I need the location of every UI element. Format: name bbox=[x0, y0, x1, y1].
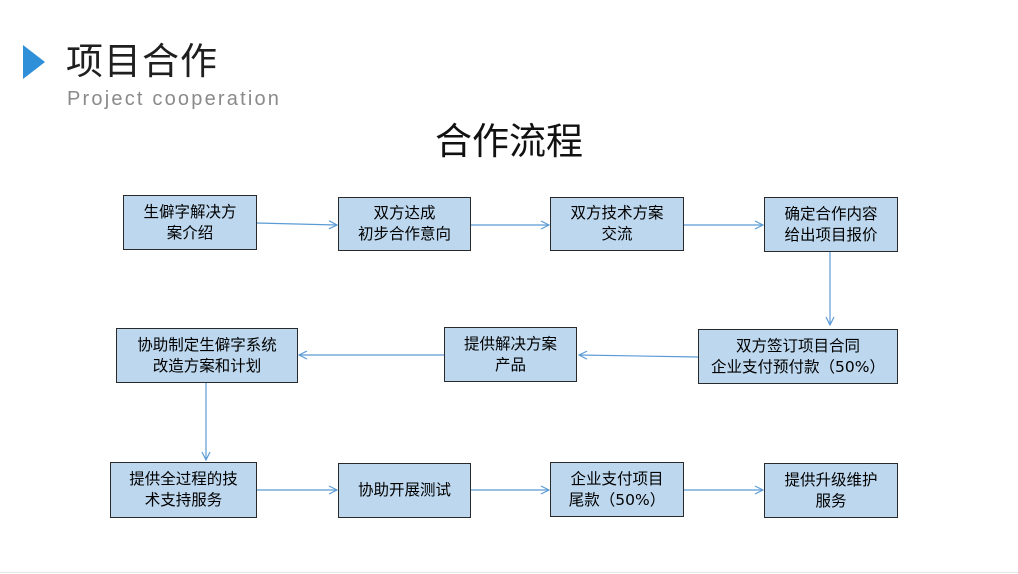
connector-step5-to-step6 bbox=[579, 355, 699, 357]
bottom-divider bbox=[0, 572, 1018, 573]
flow-step-8: 提供全过程的技 术支持服务 bbox=[110, 462, 257, 518]
flow-step-10: 企业支付项目 尾款（50%） bbox=[550, 462, 684, 517]
page-subtitle: Project cooperation bbox=[67, 88, 282, 110]
flow-step-2: 双方达成 初步合作意向 bbox=[338, 197, 471, 251]
connector-step1-to-step2 bbox=[255, 223, 337, 225]
page-title: 项目合作 bbox=[66, 40, 218, 83]
flowchart-title: 合作流程 bbox=[435, 120, 583, 163]
flow-step-1: 生僻字解决方 案介绍 bbox=[123, 195, 257, 250]
flow-step-11: 提供升级维护 服务 bbox=[764, 463, 898, 518]
flow-step-6: 提供解决方案 产品 bbox=[444, 327, 577, 382]
section-bullet-arrow-icon bbox=[23, 45, 45, 79]
flow-step-3: 双方技术方案 交流 bbox=[550, 197, 684, 251]
flow-step-7: 协助制定生僻字系统 改造方案和计划 bbox=[116, 328, 298, 383]
flow-step-9: 协助开展测试 bbox=[338, 463, 471, 518]
flow-step-5: 双方签订项目合同 企业支付预付款（50%） bbox=[698, 329, 898, 384]
flow-step-4: 确定合作内容 给出项目报价 bbox=[764, 197, 898, 252]
